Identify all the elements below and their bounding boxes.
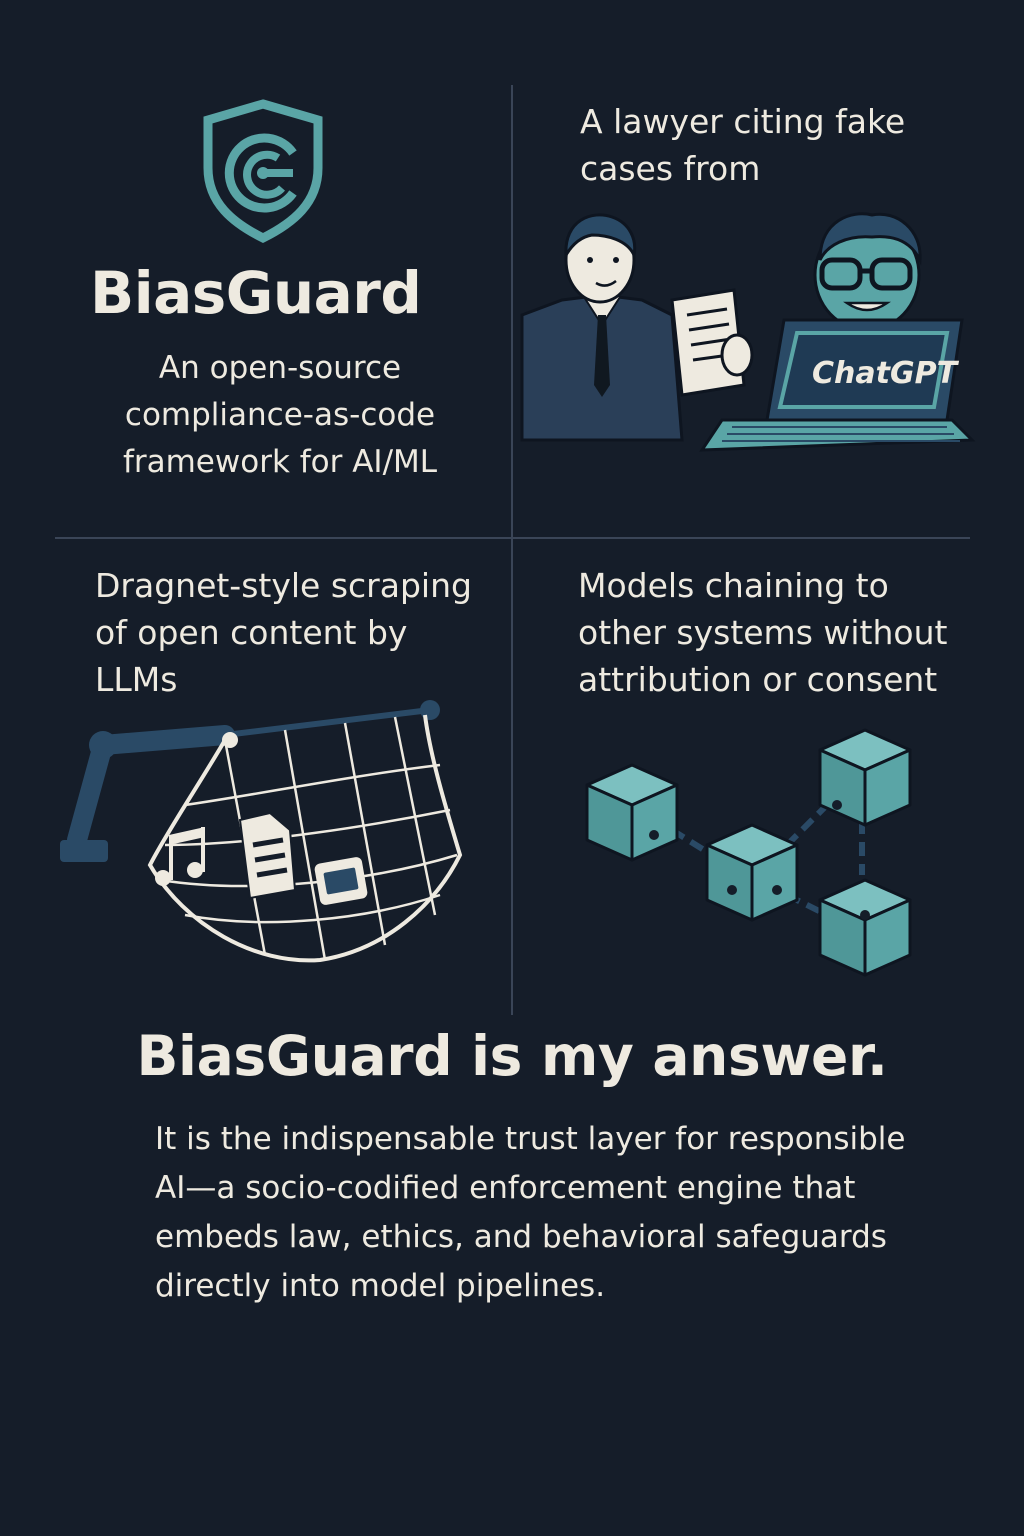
dragnet-caption: Dragnet-style scraping of open content b… — [95, 566, 472, 699]
closing-headline: BiasGuard is my answer. — [136, 1024, 888, 1088]
chaining-caption: Models chaining to other systems without… — [578, 566, 948, 699]
chained-cubes-illustration — [585, 728, 912, 977]
vertical-divider — [511, 85, 513, 1015]
brand-tagline: An open-source compliance-as-code framew… — [122, 350, 438, 480]
shield-icon — [203, 99, 323, 244]
laptop-screen-label: ChatGPT — [812, 356, 958, 391]
lawyer-illustration — [520, 212, 976, 452]
closing-body: It is the indispensable trust layer for … — [155, 1121, 906, 1304]
brand-name: BiasGuard — [90, 259, 422, 327]
dragnet-net-illustration — [60, 700, 463, 963]
lawyer-caption: A lawyer citing fake cases from — [580, 102, 906, 188]
horizontal-divider — [55, 537, 970, 539]
